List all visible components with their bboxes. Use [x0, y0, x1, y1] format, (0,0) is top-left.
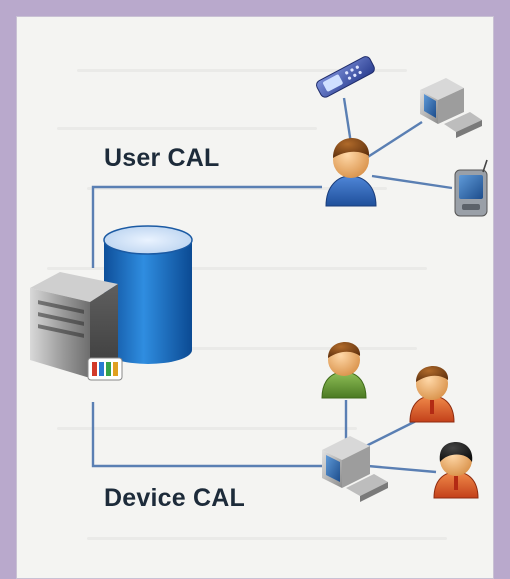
server-icon: [30, 272, 123, 381]
user-person-icon: [409, 366, 455, 423]
services-badge-icon: [87, 357, 123, 381]
database-cylinder-icon: [103, 225, 193, 364]
pda-icon: [454, 159, 488, 217]
connector-lines: [91, 97, 453, 474]
device-cal-label: Device CAL: [104, 484, 245, 512]
networked-computer-icon: [322, 436, 388, 502]
user-cal-label: User CAL: [104, 144, 220, 172]
mobile-phone-icon: [316, 56, 375, 98]
user-person-icon: [325, 138, 377, 207]
user-person-icon: [321, 342, 367, 399]
user-person-icon: [433, 442, 479, 499]
desktop-computer-icon: [420, 78, 482, 138]
